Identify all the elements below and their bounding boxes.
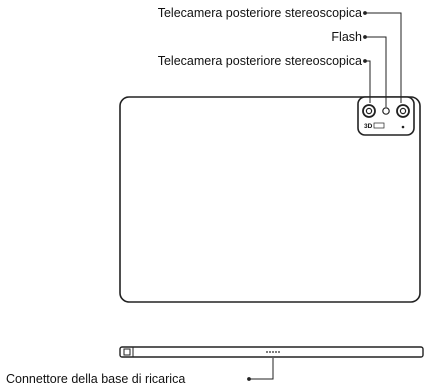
tablet-back-body xyxy=(119,96,421,303)
camera-module: 3D xyxy=(357,96,415,136)
flash-icon xyxy=(382,107,390,115)
leader-line-top xyxy=(363,11,402,103)
rear-stereo-camera-label-top: Telecamera posteriore stereoscopica xyxy=(157,6,362,20)
flash-label: Flash xyxy=(331,30,362,44)
side-button-icon xyxy=(123,348,131,356)
leader-line-connector xyxy=(247,358,274,381)
dock-connector-label: Connettore della base di ricarica xyxy=(6,372,186,386)
tablet-side-view xyxy=(119,346,424,358)
sensor-dot-icon xyxy=(401,125,405,129)
dock-connector-pins-icon xyxy=(266,351,280,353)
right-camera-lens-icon xyxy=(396,104,410,118)
left-camera-lens-icon xyxy=(362,104,376,118)
rear-stereo-camera-label-mid: Telecamera posteriore stereoscopica xyxy=(157,54,362,68)
camera-logo-mark xyxy=(373,122,385,129)
leader-line-mid xyxy=(363,59,371,103)
leader-line-flash xyxy=(363,35,387,107)
camera-3d-logo: 3D xyxy=(364,123,373,130)
